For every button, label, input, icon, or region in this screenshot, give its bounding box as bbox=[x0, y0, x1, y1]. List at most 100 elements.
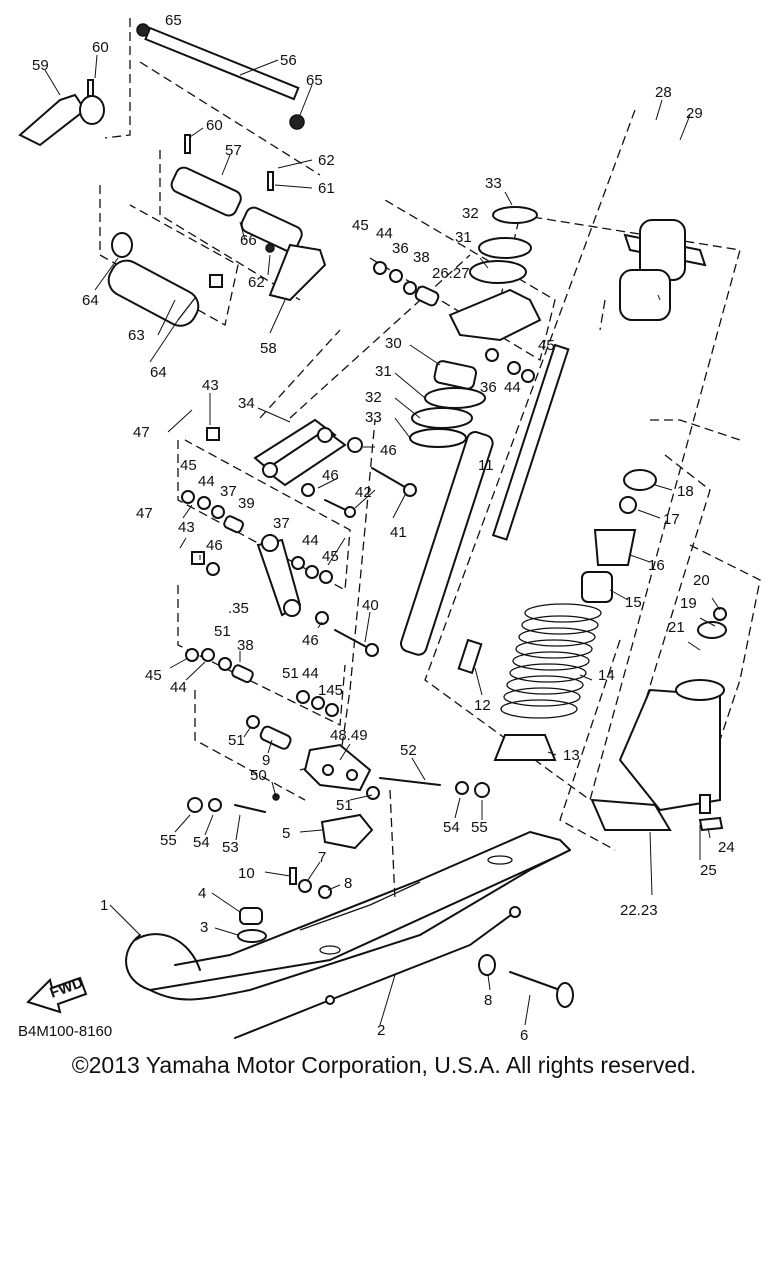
diagram-code: B4M100-8160 bbox=[18, 1023, 112, 1040]
callout-55: 55 bbox=[471, 819, 488, 836]
callout-45: 45 bbox=[538, 337, 555, 354]
callout-54: 54 bbox=[193, 834, 210, 851]
callout-66: 66 bbox=[240, 232, 257, 249]
callout-26-27: 26.27 bbox=[432, 265, 470, 282]
callout-31: 31 bbox=[375, 363, 392, 380]
callout-60: 60 bbox=[206, 117, 223, 134]
callout-28: 28 bbox=[655, 84, 672, 101]
steering-post-22 bbox=[590, 607, 727, 832]
callout-37: 37 bbox=[220, 483, 237, 500]
callout-48-49: 48.49 bbox=[330, 727, 368, 744]
callout-55: 55 bbox=[160, 832, 177, 849]
callout-37: 37 bbox=[273, 515, 290, 532]
callout-61: 61 bbox=[318, 180, 335, 197]
shock-top-mount bbox=[619, 219, 707, 321]
callout-11: 11 bbox=[478, 457, 494, 474]
callout-17: 17 bbox=[663, 511, 680, 528]
shock-upper-parts bbox=[373, 206, 542, 448]
callout-62: 62 bbox=[248, 274, 265, 291]
callout-5: 5 bbox=[282, 825, 290, 842]
callout-56: 56 bbox=[280, 52, 297, 69]
callout-36: 36 bbox=[480, 379, 497, 396]
spring-14 bbox=[500, 603, 602, 719]
ski-saddle-48 bbox=[303, 743, 372, 792]
callout-33: 33 bbox=[485, 175, 502, 192]
callout-6: 6 bbox=[520, 1027, 528, 1040]
callout-46: 46 bbox=[322, 467, 339, 484]
steering-knuckle-58 bbox=[240, 206, 327, 302]
callout-20: 20 bbox=[693, 572, 710, 589]
callout-46: 46 bbox=[206, 537, 223, 554]
callout-65: 65 bbox=[306, 72, 323, 89]
callout-4: 4 bbox=[198, 885, 206, 902]
link-35 bbox=[256, 534, 379, 657]
callout-33: 33 bbox=[365, 409, 382, 426]
callout-36: 36 bbox=[392, 240, 409, 257]
callout-53: 53 bbox=[222, 839, 239, 856]
ski-arm-57 bbox=[170, 134, 274, 217]
fasteners-7-8-10 bbox=[237, 867, 574, 1008]
callout-145: 145 bbox=[318, 682, 343, 699]
callout-8: 8 bbox=[484, 992, 492, 1009]
callout-51: 51 bbox=[214, 623, 231, 640]
callout-46: 46 bbox=[302, 632, 319, 649]
steering-arm-59 bbox=[18, 79, 105, 147]
callout-1: 1 bbox=[100, 897, 108, 914]
ski-1 bbox=[125, 831, 571, 1001]
callout-44: 44 bbox=[170, 679, 187, 696]
spring-seats bbox=[493, 469, 657, 761]
callout-32: 32 bbox=[365, 389, 382, 406]
callout-38: 38 bbox=[237, 637, 254, 654]
callout-15: 15 bbox=[625, 594, 642, 611]
callout-44: 44 bbox=[302, 532, 319, 549]
callout-46: 46 bbox=[380, 442, 397, 459]
callout-21: 21 bbox=[668, 619, 685, 636]
shock-rod-11 bbox=[400, 343, 570, 675]
washers-left bbox=[181, 490, 339, 750]
spindle-shaft bbox=[136, 23, 305, 130]
callout-63: 63 bbox=[128, 327, 145, 344]
callout-31: 31 bbox=[455, 229, 472, 246]
callout-45: 45 bbox=[322, 548, 339, 565]
callout-45: 45 bbox=[352, 217, 369, 234]
callout-13: 13 bbox=[563, 747, 580, 764]
wear-bar-2 bbox=[234, 906, 521, 1039]
callout-43: 43 bbox=[178, 519, 195, 536]
callout-43: 43 bbox=[202, 377, 219, 394]
callout-30: 30 bbox=[385, 335, 402, 352]
spindle-63 bbox=[107, 232, 223, 327]
callout-34: 34 bbox=[238, 395, 255, 412]
callout-labels: 65 60 59 56 65 28 29 60 57 62 61 33 32 3… bbox=[32, 12, 735, 1040]
callout-2: 2 bbox=[377, 1022, 385, 1039]
callout-51: 51 bbox=[282, 665, 299, 682]
callout-54: 54 bbox=[443, 819, 460, 836]
parts-diagram: FWD bbox=[18, 12, 761, 1040]
callout-50: 50 bbox=[250, 767, 267, 784]
callout-65: 65 bbox=[165, 12, 182, 29]
callout-14: 14 bbox=[598, 667, 615, 684]
callout-19: 19 bbox=[680, 595, 697, 612]
callout-41: 41 bbox=[390, 524, 407, 541]
callout-24: 24 bbox=[718, 839, 735, 856]
callout-47: 47 bbox=[136, 505, 153, 522]
callout-45: 45 bbox=[145, 667, 162, 684]
callout-60: 60 bbox=[92, 39, 109, 56]
forward-arrow-icon: FWD bbox=[26, 974, 88, 1014]
callout-10: 10 bbox=[238, 865, 255, 882]
leader-lines bbox=[44, 54, 721, 1026]
callout-22-23: 22.23 bbox=[620, 902, 658, 919]
callout-44: 44 bbox=[198, 473, 215, 490]
callout-64: 64 bbox=[150, 364, 167, 381]
callout-25: 25 bbox=[700, 862, 717, 879]
callout-7: 7 bbox=[318, 849, 326, 866]
callout-12: 12 bbox=[474, 697, 491, 714]
callout-59: 59 bbox=[32, 57, 49, 74]
callout-44: 44 bbox=[376, 225, 393, 242]
callout-39: 39 bbox=[238, 495, 255, 512]
callout-51: 51 bbox=[228, 732, 245, 749]
callout-58: 58 bbox=[260, 340, 277, 357]
callout-8: 8 bbox=[344, 875, 352, 892]
callout-47: 47 bbox=[133, 424, 150, 441]
callout-44: 44 bbox=[302, 665, 319, 682]
link-34 bbox=[206, 418, 347, 487]
